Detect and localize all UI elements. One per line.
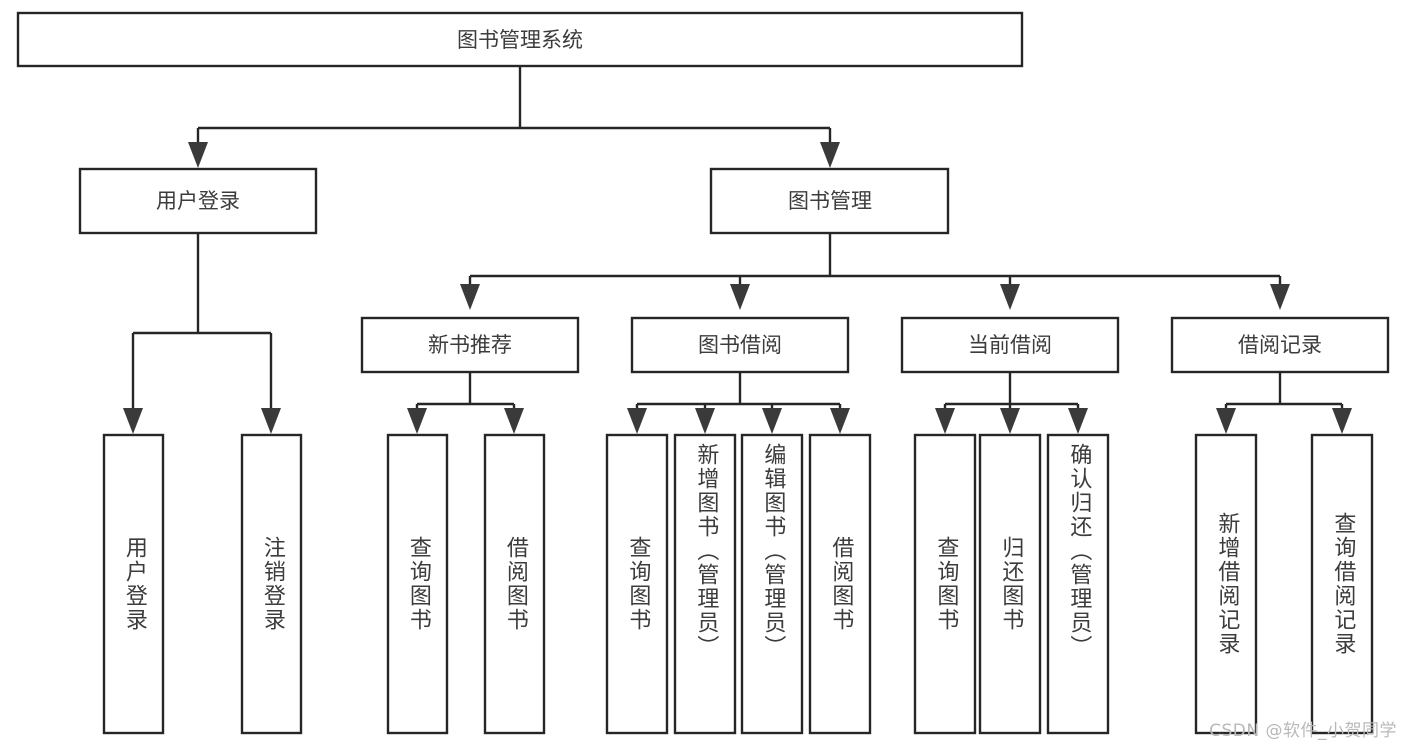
arrow-icon-new-book-recommend (460, 284, 480, 310)
arrow-icon-book-manage (820, 142, 840, 168)
arrow-icon-leaf-query-book-3 (935, 408, 955, 434)
arrow-icon-leaf-edit-book (762, 408, 782, 434)
label-new-book-recommend: 新书推荐 (428, 333, 512, 357)
label-borrow-record: 借阅记录 (1238, 333, 1322, 357)
arrow-icon-borrow-record (1270, 284, 1290, 310)
node-box-group (16, 11, 1390, 735)
label-book-manage: 图书管理 (788, 189, 872, 213)
node-box-book-manage[interactable] (709, 167, 950, 235)
arrow-icon-leaf-confirm-return (1068, 408, 1088, 434)
arrow-icon-leaf-user-login (123, 408, 143, 434)
node-box-leaf-confirm-return[interactable] (1046, 433, 1110, 735)
arrow-icon-leaf-borrow-book-2 (830, 408, 850, 434)
label-current-borrow: 当前借阅 (968, 333, 1052, 357)
node-box-leaf-query-book-3[interactable] (913, 433, 977, 735)
label-user-login: 用户登录 (156, 189, 240, 213)
node-box-new-book-recommend[interactable] (360, 316, 580, 374)
label-title: 图书管理系统 (457, 28, 583, 52)
node-box-leaf-borrow-book-2[interactable] (808, 433, 872, 735)
node-box-user-login[interactable] (78, 167, 318, 235)
node-box-leaf-user-login[interactable] (102, 433, 165, 735)
node-box-leaf-return-book[interactable] (978, 433, 1042, 735)
arrow-icon-leaf-add-record (1216, 408, 1236, 434)
arrow-icon-leaf-query-record (1332, 408, 1352, 434)
arrow-icon-leaf-add-book (695, 408, 715, 434)
arrowhead-group (123, 142, 1352, 434)
arrow-icon-leaf-borrow-book-1 (504, 408, 524, 434)
arrow-icon-book-borrow (730, 284, 750, 310)
node-box-leaf-add-record[interactable] (1194, 433, 1258, 735)
arrow-icon-leaf-return-book (1000, 408, 1020, 434)
node-box-current-borrow[interactable] (900, 316, 1120, 374)
node-box-leaf-query-book-1[interactable] (386, 433, 449, 735)
arrow-icon-leaf-query-book-2 (627, 408, 647, 434)
node-box-title[interactable] (16, 11, 1024, 68)
arrow-icon-leaf-logout-login (261, 408, 281, 434)
node-box-leaf-query-book-2[interactable] (605, 433, 669, 735)
node-box-leaf-borrow-book-1[interactable] (483, 433, 546, 735)
arrow-icon-user-login (188, 142, 208, 168)
node-box-leaf-add-book[interactable] (673, 433, 737, 735)
node-box-leaf-logout-login[interactable] (240, 433, 303, 735)
arrow-icon-current-borrow (1000, 284, 1020, 310)
node-box-leaf-edit-book[interactable] (740, 433, 804, 735)
arrow-icon-leaf-query-book-1 (407, 408, 427, 434)
node-box-book-borrow[interactable] (630, 316, 850, 374)
node-label-group: 图书管理系统 用户登录 图书管理 新书推荐 图书借阅 当前借阅 借阅记录 (156, 28, 1322, 357)
label-book-borrow: 图书借阅 (698, 333, 782, 357)
node-box-borrow-record[interactable] (1170, 316, 1390, 374)
node-box-leaf-query-record[interactable] (1310, 433, 1374, 735)
